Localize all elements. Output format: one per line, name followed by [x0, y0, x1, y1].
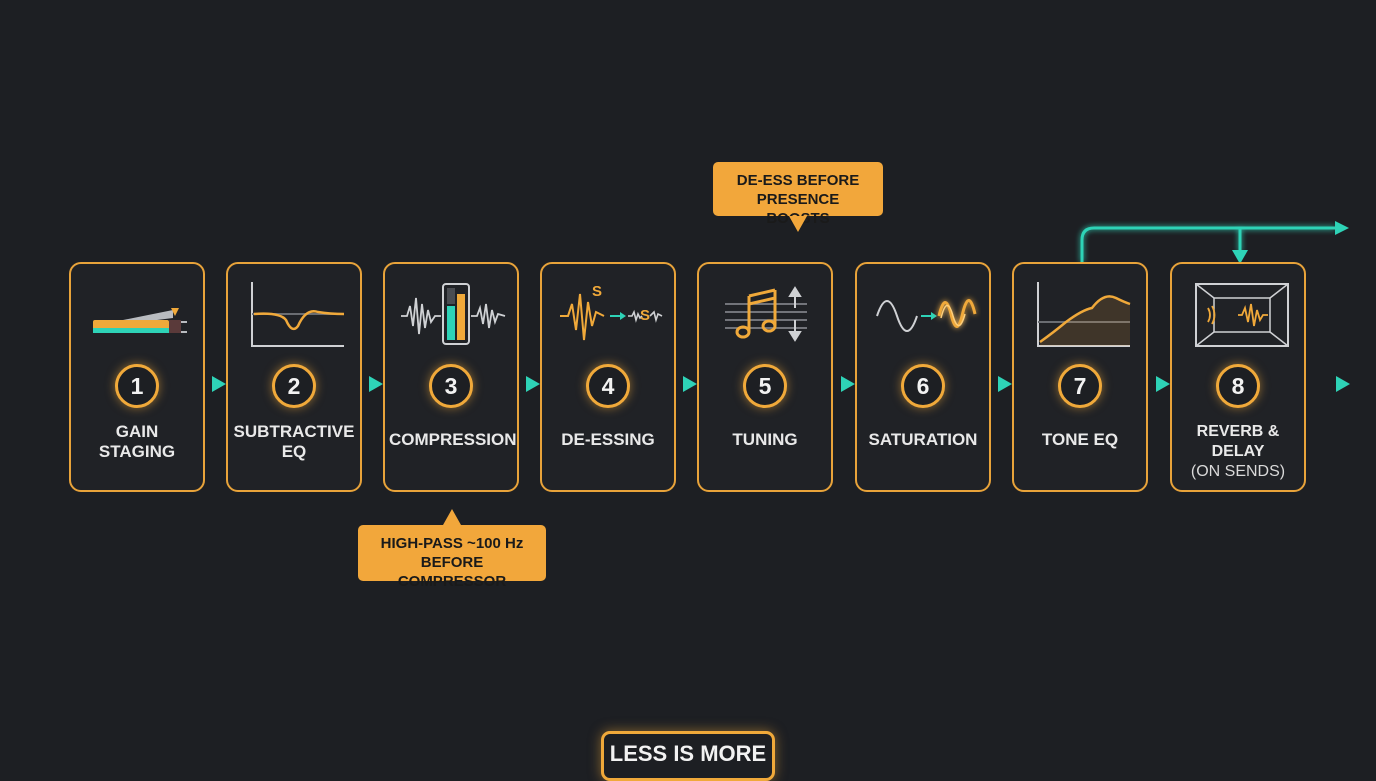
stage-label: DE-ESSING	[561, 430, 655, 449]
flow-arrowhead	[683, 376, 697, 392]
stage-tuning: 5 TUNING	[697, 262, 833, 492]
callout-high-pass-note: HIGH-PASS ~100 Hz BEFORE COMPRESSOR	[358, 509, 546, 590]
stage-de-essing: S S 4 DE-ESSING	[540, 262, 676, 492]
stage-number-badge: 1	[115, 364, 159, 408]
svg-text:S: S	[592, 283, 602, 300]
flow-arrowhead	[526, 376, 540, 392]
stage-number-badge: 7	[1058, 364, 1102, 408]
stage-sublabel: (ON SENDS)	[1190, 463, 1286, 480]
stage-label: SUBTRACTIVE EQ	[233, 422, 355, 461]
stage-label-main: REVERB & DELAY	[1196, 423, 1280, 460]
gain-fader-icon	[93, 308, 187, 333]
sine-to-distorted-wave-icon	[876, 299, 977, 332]
stage-number-badge: 2	[272, 364, 316, 408]
stage-tone-eq: 7 TONE EQ	[1012, 262, 1148, 492]
stage-label: COMPRESSION	[389, 430, 517, 449]
motto-badge: LESS IS MORE	[601, 731, 775, 781]
svg-text:S: S	[640, 307, 650, 324]
send-bus-arrows	[1232, 221, 1349, 264]
callout-text: HIGH-PASS ~100 Hz BEFORE COMPRESSOR	[380, 535, 524, 590]
stage-label: REVERB & DELAY (ON SENDS)	[1176, 422, 1300, 482]
flow-arrowhead	[1156, 376, 1170, 392]
stage-number-badge: 8	[1216, 364, 1260, 408]
flow-arrowhead	[212, 376, 226, 392]
stage-label: TUNING	[732, 430, 798, 449]
stage-label: TONE EQ	[1041, 430, 1119, 449]
eq-boost-curve-icon	[1037, 282, 1131, 347]
flow-arrowhead	[841, 376, 855, 392]
stage-reverb-delay: 8 REVERB & DELAY (ON SENDS)	[1170, 262, 1306, 492]
stage-number-badge: 6	[901, 364, 945, 408]
callout-pointer	[789, 216, 807, 232]
music-note-pitch-icon	[725, 286, 807, 342]
eq-cut-curve-icon	[251, 282, 345, 347]
stage-label: SATURATION	[868, 430, 978, 449]
stage-subtractive-eq: 2 SUBTRACTIVE EQ	[226, 262, 362, 492]
stage-number-badge: 4	[586, 364, 630, 408]
room-reverb-icon	[1195, 283, 1289, 347]
send-bus-line	[1080, 226, 1335, 262]
flow-arrowhead	[369, 376, 383, 392]
callout-pointer	[443, 509, 461, 525]
flow-arrowhead	[998, 376, 1012, 392]
stage-number-badge: 5	[743, 364, 787, 408]
stage-gain-staging: 1 GAIN STAGING	[69, 262, 205, 492]
stage-compression: 3 COMPRESSION	[383, 262, 519, 492]
signal-flow-arrows	[212, 376, 1350, 392]
stage-saturation: 6 SATURATION	[855, 262, 991, 492]
sibilance-wave-icon: S S	[560, 283, 663, 341]
stage-number-badge: 3	[429, 364, 473, 408]
compressor-meter-icon	[401, 283, 506, 345]
flow-arrowhead	[1336, 376, 1350, 392]
callout-de-ess-note: DE-ESS BEFORE PRESENCE BOOSTS	[713, 162, 883, 232]
callout-text: DE-ESS BEFORE PRESENCE BOOSTS	[736, 172, 860, 227]
stage-label: GAIN STAGING	[98, 422, 176, 461]
